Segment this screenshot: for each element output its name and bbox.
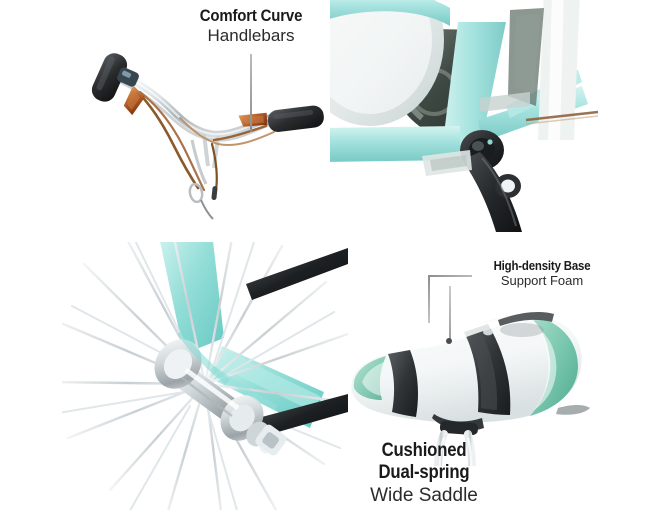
rear-stay-lower [258,394,348,436]
dual-springs [434,430,476,466]
shifter-pod [117,67,139,87]
rear-trim [498,312,554,326]
down-tube [330,126,460,162]
brake-lever-right [238,112,268,127]
brake-cable [132,86,200,190]
rear-bumper [556,405,590,415]
saddle-photo [340,296,598,466]
leader-endpoint-dot [446,338,452,344]
quick-release-nut [255,424,287,456]
callout-base-bold-line: High-density Base [493,258,591,273]
top-tube [330,0,450,26]
leader-line-base-vertical [428,275,430,323]
brake-lever-left [123,85,145,116]
grip-right [267,105,324,132]
leader-line-base-horizontal [428,275,472,277]
hub-photo [62,242,348,510]
grip-left [91,53,128,102]
fork-blade-upper [160,242,224,354]
callout-saddle-bold-line-2: Dual-spring [378,462,470,483]
hub-illustration [62,242,348,510]
wheel-hub [154,339,277,454]
cable-ferrule-left [188,182,204,204]
callout-handlebars-light-line: Handlebars [207,26,295,45]
callout-base-light-line: Support Foam [500,273,584,288]
cable-ferrule-right [211,186,218,201]
rear-stay-upper [246,248,348,300]
saddle-illustration [351,312,590,466]
callout-saddle-light-line: Wide Saddle [370,485,478,506]
callout-high-density-base: High-density Base Support Foam [472,258,612,289]
leader-line-handlebars [250,54,252,132]
crank-arm [462,152,522,232]
dark-panel-left [388,350,418,417]
seat-tube [442,22,506,150]
handlebars-illustration [91,53,324,220]
handlebars-photo [88,48,346,230]
callout-comfort-curve-handlebars: Comfort Curve Handlebars [186,6,316,46]
callout-wide-saddle: Cushioned Dual-spring Wide Saddle [336,440,512,507]
callout-saddle-bold-line-1: Cushioned [381,440,467,461]
leader-line-saddle [449,286,451,342]
frame-illustration [330,0,599,232]
saddle-logo [483,328,493,336]
frame-photo [330,0,602,232]
callout-handlebars-bold-line: Comfort Curve [199,6,303,25]
